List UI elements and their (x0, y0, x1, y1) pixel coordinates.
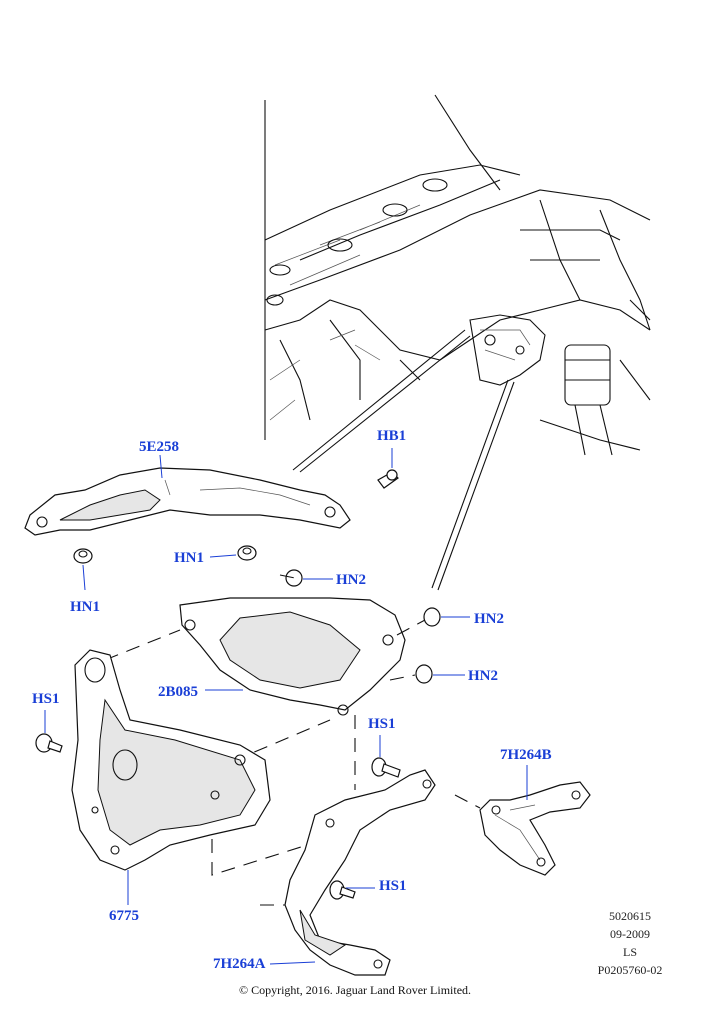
callout-7h264b[interactable]: 7H264B (500, 747, 552, 763)
reference-number: 5020615 (609, 909, 651, 923)
callout-hn2-top[interactable]: HN2 (336, 572, 366, 588)
callout-hn1-left[interactable]: HN1 (70, 599, 100, 615)
shield-2b085 (179, 597, 406, 716)
heat-shield-5e258 (24, 454, 351, 536)
bolt-hb1 (377, 448, 399, 489)
nut-hn1-left (73, 548, 93, 591)
bolt-hs1-left (35, 710, 63, 753)
reference-model: LS (622, 945, 637, 959)
engine-bay-view (264, 94, 651, 456)
nut-hn1-center (209, 545, 257, 561)
callout-5e258[interactable]: 5E258 (139, 439, 180, 455)
reference-date: 09-2009 (610, 927, 650, 941)
callout-hn2-right-upper[interactable]: HN2 (474, 611, 504, 627)
bracket-7h264a (260, 769, 436, 976)
nut-hn2-right-lower (415, 664, 465, 684)
callout-hb1[interactable]: HB1 (377, 428, 407, 444)
callout-7h264a[interactable]: 7H264A (213, 956, 266, 972)
copyright-notice: © Copyright, 2016. Jaguar Land Rover Lim… (238, 983, 472, 997)
callout-hn2-right-lower[interactable]: HN2 (468, 668, 498, 684)
bolt-hs1-center (371, 735, 401, 778)
nut-hn2-top (285, 569, 333, 587)
callout-hn1-center[interactable]: HN1 (174, 550, 204, 566)
callout-hs1-center[interactable]: HS1 (368, 716, 396, 732)
callout-hs1-left[interactable]: HS1 (32, 691, 60, 707)
callout-2b085[interactable]: 2B085 (158, 684, 199, 700)
reference-part-code: P0205760-02 (597, 963, 663, 977)
bolt-hs1-lower (329, 880, 375, 900)
callout-6775[interactable]: 6775 (109, 908, 139, 924)
callout-hs1-lower[interactable]: HS1 (379, 878, 407, 894)
nut-hn2-right-upper (423, 607, 470, 627)
bracket-7h264b (454, 765, 591, 876)
bracket-6775 (71, 649, 271, 905)
